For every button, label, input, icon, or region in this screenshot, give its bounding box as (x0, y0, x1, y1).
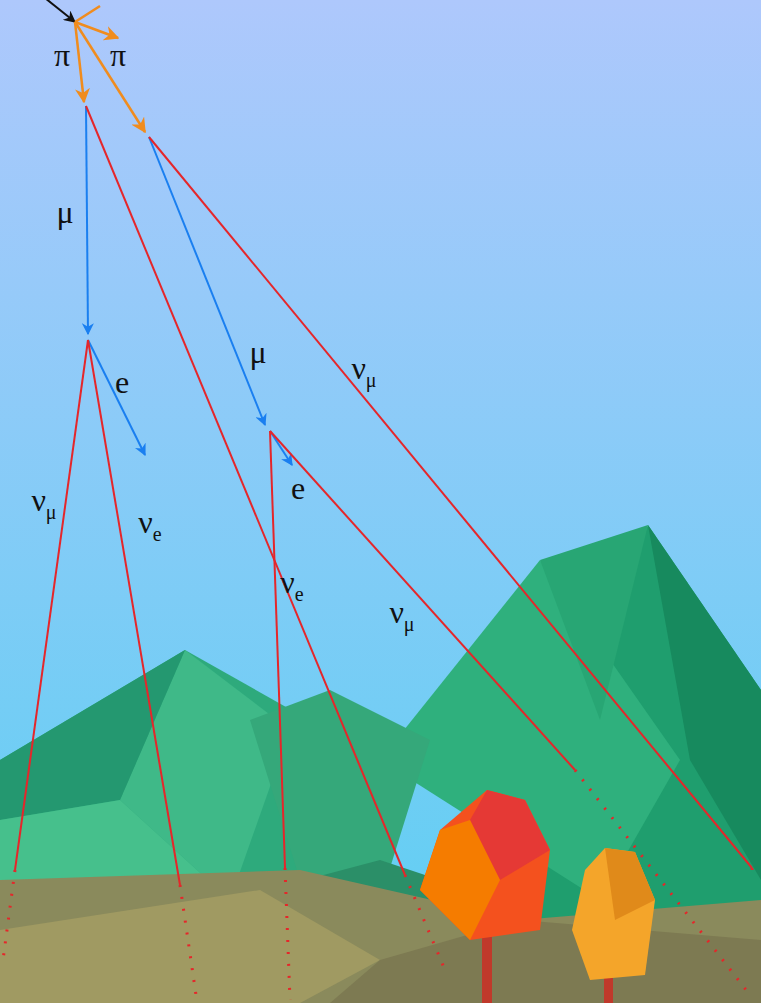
particle-label: π (54, 39, 70, 71)
particle-label: νe (138, 506, 161, 538)
particle-label: μ (249, 336, 266, 368)
particle-tracks (3, 0, 752, 1000)
particle-label: νμ (389, 596, 414, 628)
particle-label: νμ (31, 484, 56, 516)
particle-label: e (115, 366, 129, 398)
particle-label: νμ (351, 352, 376, 384)
particle-label: νe (280, 566, 303, 598)
mountains (0, 525, 761, 1003)
particle-label: μ (56, 196, 73, 228)
particle-label: e (291, 472, 305, 504)
trees (420, 790, 655, 1003)
particle-label: π (110, 39, 126, 71)
